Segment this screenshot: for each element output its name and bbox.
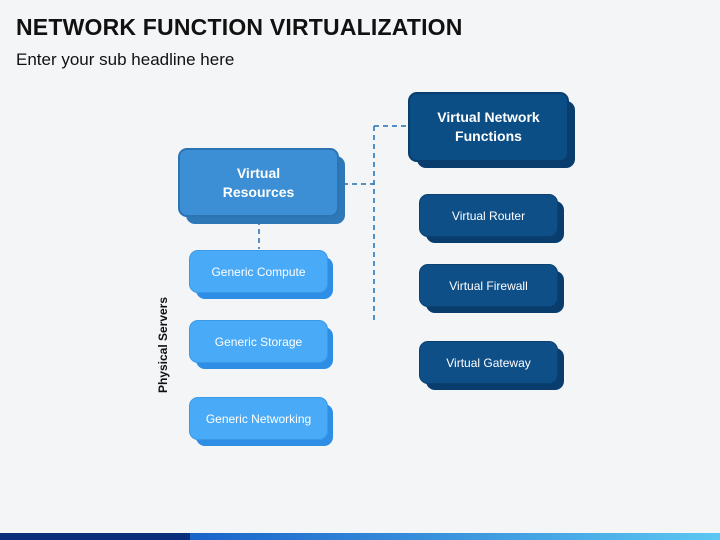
physical-servers-label: Physical Servers bbox=[156, 296, 170, 394]
footer-bar-gradient bbox=[190, 533, 720, 540]
generic-networking-box: Generic Networking bbox=[189, 397, 328, 440]
virtual-router-box: Virtual Router bbox=[419, 194, 558, 237]
generic-storage-label: Generic Storage bbox=[214, 334, 303, 349]
virtual-resources-label-line1: Virtual bbox=[236, 164, 281, 181]
vnf-box: Virtual Network Functions bbox=[408, 92, 569, 162]
vnf-label-line1: Virtual Network bbox=[437, 109, 540, 125]
virtual-resources-box: Virtual Resources bbox=[178, 148, 339, 217]
virtual-gateway-box: Virtual Gateway bbox=[419, 341, 558, 384]
generic-networking-label: Generic Networking bbox=[205, 411, 312, 426]
generic-compute-box: Generic Compute bbox=[189, 250, 328, 293]
virtual-router-label: Virtual Router bbox=[451, 208, 526, 223]
generic-compute-label: Generic Compute bbox=[211, 264, 306, 279]
footer-bar-dark bbox=[0, 533, 190, 540]
generic-storage-box: Generic Storage bbox=[189, 320, 328, 363]
virtual-firewall-label: Virtual Firewall bbox=[449, 278, 528, 293]
virtual-resources-label-line2: Resources bbox=[222, 183, 295, 200]
virtual-firewall-box: Virtual Firewall bbox=[419, 264, 558, 307]
page-subtitle: Enter your sub headline here bbox=[16, 50, 235, 69]
virtual-gateway-label: Virtual Gateway bbox=[446, 355, 531, 370]
page-title: NETWORK FUNCTION VIRTUALIZATION bbox=[16, 14, 463, 40]
vnf-label-line2: Functions bbox=[455, 128, 522, 144]
